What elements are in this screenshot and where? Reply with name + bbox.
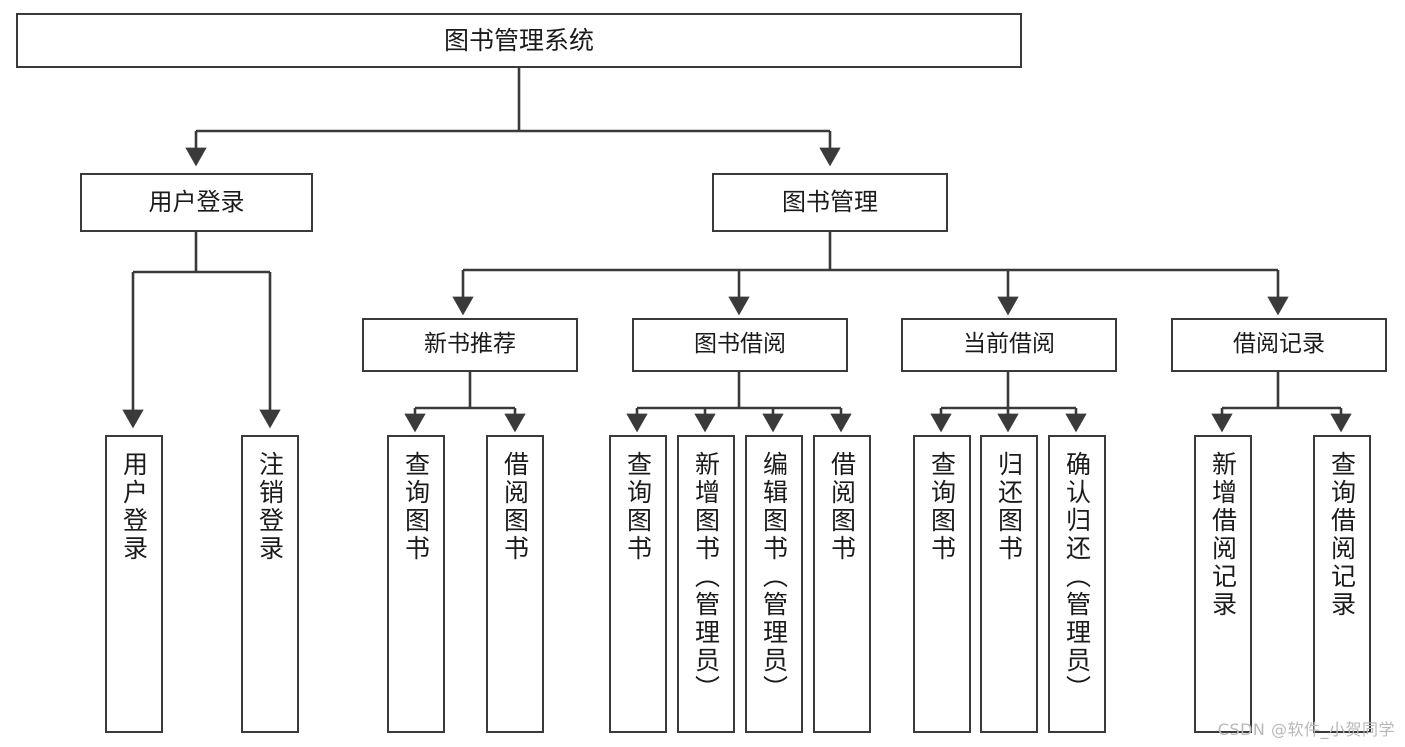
node-book-borrow-label: 图书借阅 [694,331,786,358]
csdn-watermark: CSDN @软件_小贺同学 [1217,720,1395,739]
node-leaf-user-logout[interactable]: 注销登录 [241,435,299,733]
node-leaf-confirm-return-label: 确认归还（管理员） [1062,451,1092,703]
node-leaf-return-book[interactable]: 归还图书 [980,435,1038,733]
node-leaf-query-book-2-label: 查询图书 [623,451,653,563]
node-root-label: 图书管理系统 [443,25,594,55]
node-leaf-add-record[interactable]: 新增借阅记录 [1194,435,1252,733]
node-leaf-query-book-1[interactable]: 查询图书 [387,435,445,733]
node-leaf-user-login[interactable]: 用户登录 [105,435,163,733]
node-book-borrow[interactable]: 图书借阅 [632,318,848,372]
node-current-borrow[interactable]: 当前借阅 [901,318,1117,372]
node-leaf-query-book-3-label: 查询图书 [927,451,957,563]
node-leaf-user-logout-label: 注销登录 [255,451,285,563]
node-root[interactable]: 图书管理系统 [16,13,1022,68]
node-book-manage[interactable]: 图书管理 [712,173,948,232]
node-current-borrow-label: 当前借阅 [963,331,1055,358]
node-book-manage-label: 图书管理 [782,188,878,217]
node-borrow-record[interactable]: 借阅记录 [1171,318,1387,372]
node-leaf-edit-book-label: 编辑图书（管理员） [759,451,789,703]
node-leaf-borrow-book-1-label: 借阅图书 [500,451,530,563]
node-leaf-return-book-label: 归还图书 [994,451,1024,563]
node-leaf-user-login-label: 用户登录 [119,451,149,563]
node-leaf-add-book-label: 新增图书（管理员） [691,451,721,703]
node-leaf-query-record-label: 查询借阅记录 [1327,451,1357,619]
node-new-book-recommend-label: 新书推荐 [424,331,516,358]
node-leaf-edit-book[interactable]: 编辑图书（管理员） [745,435,803,733]
node-leaf-query-book-1-label: 查询图书 [401,451,431,563]
node-leaf-borrow-book-2[interactable]: 借阅图书 [813,435,871,733]
node-leaf-add-record-label: 新增借阅记录 [1208,451,1238,619]
node-leaf-borrow-book-1[interactable]: 借阅图书 [486,435,544,733]
node-new-book-recommend[interactable]: 新书推荐 [362,318,578,372]
node-leaf-confirm-return[interactable]: 确认归还（管理员） [1048,435,1106,733]
node-user-login-label: 用户登录 [148,188,245,217]
node-leaf-borrow-book-2-label: 借阅图书 [827,451,857,563]
node-leaf-query-book-2[interactable]: 查询图书 [609,435,667,733]
node-leaf-query-record[interactable]: 查询借阅记录 [1313,435,1371,733]
node-leaf-add-book[interactable]: 新增图书（管理员） [677,435,735,733]
node-user-login[interactable]: 用户登录 [80,173,313,232]
node-borrow-record-label: 借阅记录 [1233,331,1325,358]
node-leaf-query-book-3[interactable]: 查询图书 [913,435,971,733]
